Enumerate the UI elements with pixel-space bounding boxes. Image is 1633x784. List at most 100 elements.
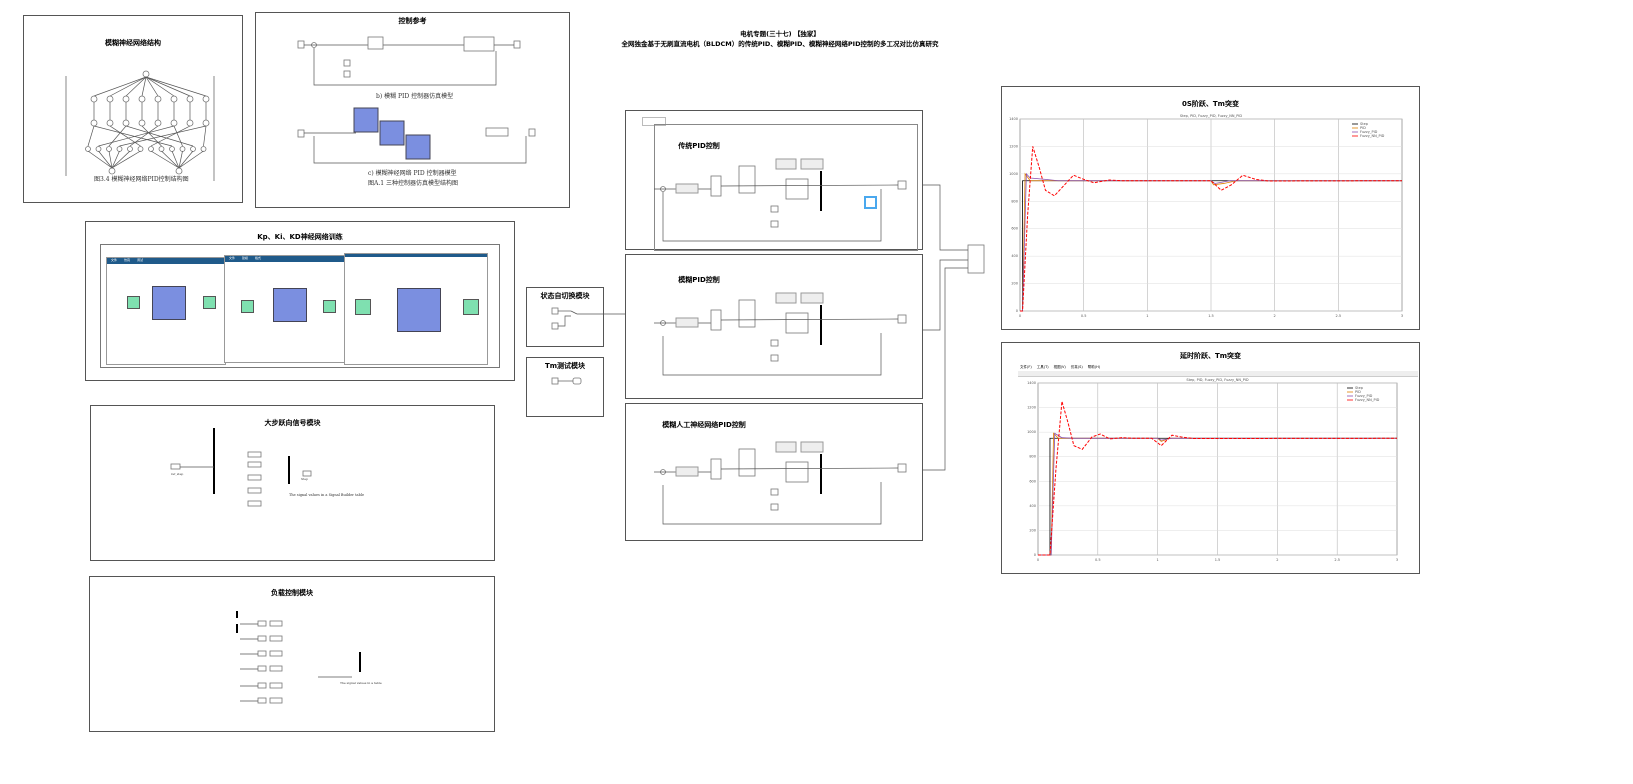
nn-edge — [125, 76, 147, 97]
nn-node — [138, 119, 146, 127]
gain-block — [775, 441, 797, 453]
nn-edge — [161, 150, 180, 169]
nn-edge — [109, 125, 141, 147]
simulink-window-2[interactable]: 文件 建模 格式 — [224, 255, 346, 363]
output-label: Step — [301, 477, 308, 481]
menu-view[interactable]: 视图(V) — [1053, 365, 1066, 369]
nn-edge — [145, 76, 191, 97]
nn-edge — [119, 125, 207, 147]
nn-edge — [178, 150, 183, 169]
y-tick-label: 600 — [1011, 227, 1018, 231]
nn-node — [186, 119, 194, 127]
gain-block — [269, 620, 283, 627]
product-block — [257, 697, 267, 704]
controller-block — [738, 165, 756, 194]
fuzzy-nn-pid-panel: 模糊人工神经网络PID控制 — [625, 403, 923, 541]
step-signal-diagram — [170, 428, 312, 507]
x-tick-label: 2 — [1276, 558, 1278, 562]
tab-format[interactable]: 格式 — [255, 256, 262, 260]
scope1-panel: 0S阶跃、Tm突变 Step, PID, Fuzzy_PID, Fuzzy_NN… — [1001, 86, 1420, 330]
mux-block — [710, 458, 722, 480]
tab-sim[interactable]: 仿真 — [124, 258, 131, 262]
series-line-fuzzy-nn-pid — [1038, 401, 1398, 556]
tab-file[interactable]: 文件 — [111, 258, 118, 262]
product-block — [257, 665, 267, 672]
y-tick-label: 400 — [1011, 254, 1018, 258]
block — [770, 339, 779, 347]
training-panel: Kp、Ki、KD神经网络训练 文件仿真调试 文件建模格式 — [85, 221, 515, 381]
table-caption: The signal values in a table — [340, 681, 382, 685]
menu-tools[interactable]: 工具(T) — [1036, 365, 1049, 369]
nn-edge — [93, 125, 173, 147]
mux-block — [710, 309, 722, 331]
training-screenshot: 文件仿真调试 文件建模格式 — [100, 244, 500, 368]
nn-edge — [108, 125, 127, 147]
tab-modeling[interactable]: 建模 — [242, 256, 249, 260]
panel-title: 状态自切换模块 — [540, 292, 590, 300]
nn-node — [90, 119, 98, 127]
y-tick-label: 1400 — [1009, 117, 1018, 121]
x-tick-label: 1.5 — [1208, 314, 1214, 318]
nn-node — [90, 95, 98, 103]
fuzzy-block — [675, 183, 699, 194]
gain-block — [775, 158, 797, 170]
tm-test-panel: Tm测试模块 — [526, 357, 604, 417]
feedback-line — [662, 482, 882, 525]
gain-block — [269, 650, 283, 657]
nn-node — [200, 146, 207, 152]
y-tick-label: 1000 — [1027, 430, 1036, 434]
motor-block — [785, 178, 809, 200]
nn-edge — [98, 125, 175, 147]
y-tick-label: 0 — [1034, 553, 1036, 557]
nn-edge — [141, 76, 147, 97]
nn-edge — [87, 150, 113, 169]
x-tick-label: 2.5 — [1334, 558, 1340, 562]
x-tick-label: 3 — [1401, 314, 1403, 318]
x-tick-label: 1 — [1146, 314, 1148, 318]
legend-entry: Step — [1360, 122, 1369, 126]
control-reference-panel: 控制参考 b) 模糊 PID 控制器仿真模型 c) 模糊神经网络 PID 控制器… — [255, 12, 570, 208]
nn-edge — [108, 150, 113, 169]
fuzzy-block — [675, 466, 699, 477]
nn-edge — [93, 76, 147, 97]
nn-node — [95, 146, 102, 152]
scope-toolbar[interactable] — [1018, 371, 1418, 377]
table-caption: The signal values in a Signal Builder ta… — [289, 493, 365, 497]
simulink-window-1[interactable]: 文件 仿真 调试 — [106, 257, 226, 365]
menu-help[interactable]: 帮助(H) — [1087, 365, 1101, 369]
tab-file[interactable]: 文件 — [229, 256, 236, 260]
simulink-window-3[interactable] — [344, 253, 488, 365]
outport — [897, 463, 907, 473]
scope-menu-bar: 文件(F) 工具(T) 视图(V) 仿真(S) 帮助(H) — [1020, 365, 1100, 370]
nn-edge — [145, 76, 175, 97]
menu-sim[interactable]: 仿真(S) — [1070, 365, 1083, 369]
y-tick-label: 800 — [1011, 199, 1018, 203]
tab-debug[interactable]: 调试 — [137, 258, 144, 262]
gain-block — [269, 635, 283, 642]
gain-block — [269, 697, 283, 704]
panel-title: 大步跃向信号模块 — [264, 419, 321, 427]
nn-edge — [150, 150, 180, 169]
motor-block — [785, 461, 809, 483]
menu-file[interactable]: 文件(F) — [1020, 365, 1032, 369]
nn-edge — [178, 150, 194, 169]
nn-node — [127, 146, 133, 152]
nn-structure-diagram — [65, 70, 215, 181]
nn-edge — [98, 150, 113, 169]
nn-edge — [111, 150, 141, 169]
nn-node — [170, 95, 178, 103]
y-tick-label: 200 — [1011, 282, 1018, 286]
page-subtitle: 全网独金基于无刷直流电机（BLDCM）的传统PID、模糊PID、模糊神经网络PI… — [621, 40, 939, 48]
product-block — [257, 650, 267, 657]
x-tick-label: 0 — [1019, 314, 1021, 318]
figure-caption: 图3.4 模糊神经网络PID控制结构图 — [94, 176, 189, 183]
nn-structure-panel: 模糊神经网络结构 图3.4 模糊神经网络PID控制结构图 — [23, 15, 243, 203]
legend-entry: Step — [1355, 386, 1364, 390]
selected-scope-block[interactable] — [864, 196, 877, 209]
nn-node — [106, 95, 114, 103]
nn-edge — [145, 76, 159, 97]
panel-title: 传统PID控制 — [678, 142, 720, 150]
panel-title: 模糊人工神经网络PID控制 — [662, 421, 746, 429]
